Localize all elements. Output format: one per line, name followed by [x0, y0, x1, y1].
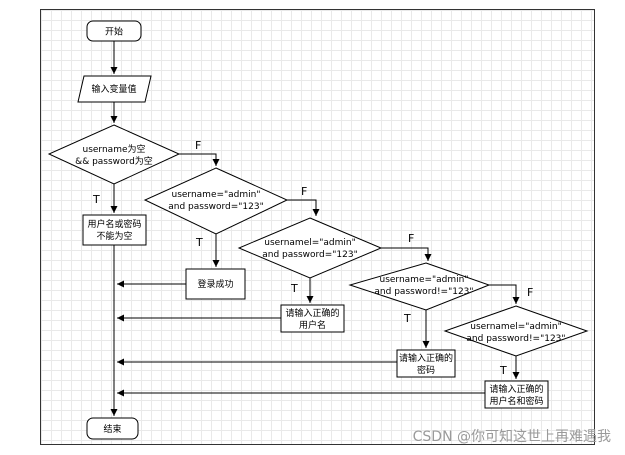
error-empty-line-1: 用户名或密码	[87, 218, 141, 230]
edge-d3-d4-f	[381, 247, 432, 261]
watermark: CSDN @你可知这世上再难遇我	[413, 428, 611, 445]
error-both-node: 请输入正确的 用户名和密码	[484, 380, 549, 409]
edge-label-d2-f: F	[301, 185, 307, 198]
decision-both-correct-line-2: and password="123"	[168, 202, 264, 212]
decision-wrong-password-line-2: and password!="123"	[374, 287, 473, 297]
input-node-label: 输入变量值	[91, 83, 136, 95]
decision-wrong-username: usernamel="admin" and password="123"	[237, 217, 383, 279]
edge-label-d3-f: F	[408, 232, 414, 245]
error-username-node: 请输入正确的 用户名	[280, 304, 345, 333]
decision-empty-check: username为空 && password为空	[47, 124, 181, 185]
edge-d2-d3-f	[287, 199, 320, 216]
error-password-node: 请输入正确的 密码	[396, 349, 456, 378]
input-node: 输入变量值	[77, 75, 152, 103]
error-password-line-1: 请输入正确的	[399, 352, 453, 364]
edge-d4-d5-f	[489, 284, 520, 304]
success-node-label: 登录成功	[197, 278, 233, 290]
error-both-line-1: 请输入正确的	[489, 383, 543, 395]
error-username-line-1: 请输入正确的	[285, 307, 339, 319]
edge-label-d2-t: T	[195, 236, 203, 249]
decision-both-wrong-line-1: usernamel="admin"	[470, 322, 562, 332]
decision-both-correct: username="admin" and password="123"	[143, 167, 289, 235]
start-node-label: 开始	[105, 26, 123, 38]
error-password-line-2: 密码	[417, 364, 435, 376]
decision-empty-check-line-1: username为空	[83, 143, 146, 155]
edge-label-d1-f: F	[195, 139, 201, 152]
start-node: 开始	[86, 20, 142, 42]
edge-d1-d2-f	[179, 153, 220, 166]
edge-label-d5-t: T	[499, 364, 507, 377]
decision-empty-check-line-2: && password为空	[75, 155, 153, 167]
edge-label-d3-t: T	[290, 282, 298, 295]
edge-label-d4-t: T	[403, 312, 411, 325]
edge-label-d4-f: F	[527, 286, 533, 299]
edges	[110, 41, 520, 416]
error-username-line-2: 用户名	[299, 319, 326, 331]
edge-label-d1-t: T	[92, 193, 100, 206]
decision-wrong-username-line-2: and password="123"	[262, 250, 358, 260]
end-node: 结束	[86, 417, 139, 440]
decision-both-wrong: usernamel="admin" and password!="123"	[443, 305, 589, 357]
success-node: 登录成功	[185, 268, 246, 300]
decision-wrong-username-line-1: usernamel="admin"	[264, 238, 356, 248]
edge-labels: T F T F T F T F T	[92, 139, 533, 377]
decision-wrong-password-line-1: username="admin"	[379, 275, 468, 285]
decision-wrong-password: username="admin" and password!="123"	[348, 262, 491, 311]
decision-both-correct-line-1: username="admin"	[171, 190, 260, 200]
error-both-line-2: 用户名和密码	[489, 395, 543, 407]
error-empty-line-2: 不能为空	[96, 230, 132, 242]
decision-both-wrong-line-2: and password!="123"	[466, 334, 565, 344]
error-empty-node: 用户名或密码 不能为空	[82, 214, 147, 246]
end-node-label: 结束	[103, 423, 121, 435]
